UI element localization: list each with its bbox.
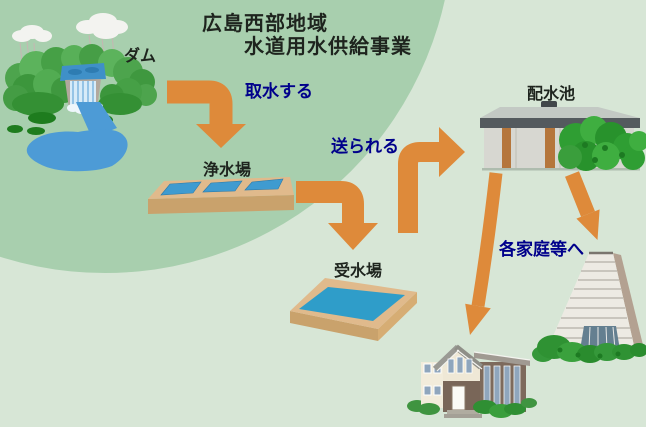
reservoir-bushes-icon (558, 116, 646, 171)
page-title: 広島西部地域 水道用水供給事業 (202, 13, 412, 59)
dam-icon (60, 63, 106, 114)
tower-building-illustration (532, 251, 646, 363)
river-icon (26, 102, 128, 172)
dam-illustration (3, 13, 157, 172)
distribution-reservoir-label: 配水池 (527, 86, 576, 103)
cloud-icon (12, 13, 128, 42)
purification-plant-label: 浄水場 (203, 162, 252, 179)
to-households-label: 各家庭等へ (499, 240, 584, 259)
arrow-reservoir-to-house (465, 172, 503, 335)
house-door-icon (451, 385, 466, 411)
purification-plant-illustration (148, 177, 294, 214)
distribution-reservoir-illustration (480, 101, 646, 171)
house-shrubs-icon (418, 398, 537, 418)
flow-arrows (167, 80, 600, 335)
arrow-reservoir-to-tower (565, 171, 600, 240)
arrow-plant-to-pool (296, 181, 378, 250)
dam-label: ダム (124, 48, 157, 65)
arrow-pool-to-reservoir (398, 127, 465, 233)
house-illustration (407, 344, 537, 418)
intake-flow-label: 取水する (245, 82, 313, 101)
forest-icon (3, 44, 157, 135)
title-line-2: 水道用水供給事業 (244, 36, 412, 58)
pool-water-icon (299, 287, 405, 321)
receiving-station-label: 受水場 (334, 263, 383, 280)
sent-flow-label: 送られる (331, 137, 399, 156)
title-line-1: 広島西部地域 (202, 13, 328, 35)
treatment-basins-icon (160, 178, 284, 196)
tower-trees-icon (532, 335, 646, 363)
receiving-station-illustration (290, 278, 417, 341)
arrow-dam-to-plant (167, 80, 246, 148)
